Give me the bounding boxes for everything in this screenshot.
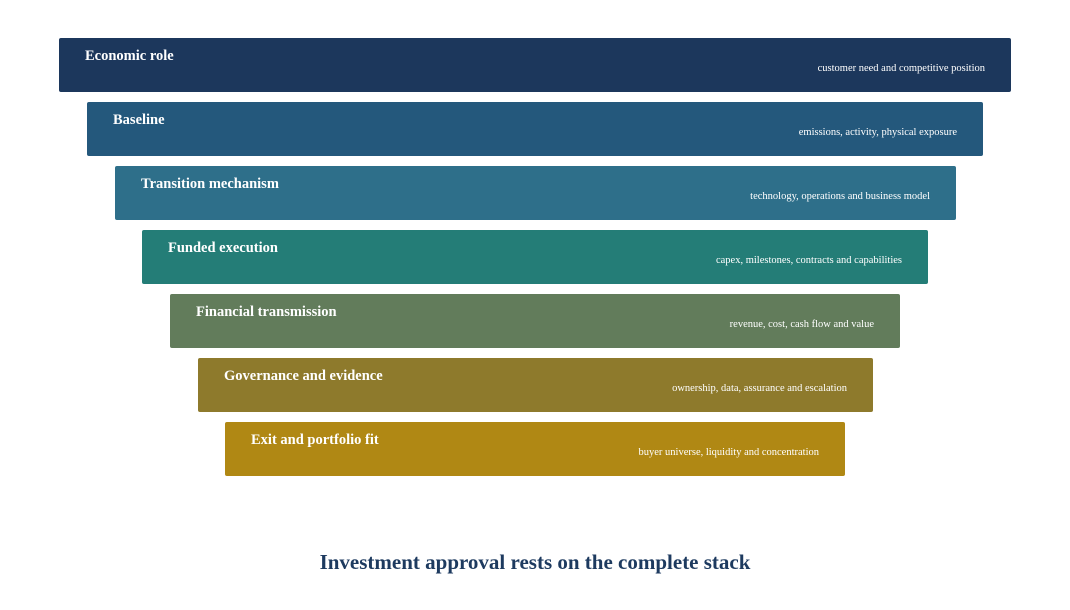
layer-subtitle: technology, operations and business mode… bbox=[750, 191, 930, 202]
layer-title: Exit and portfolio fit bbox=[251, 432, 379, 448]
layer-financial-transmission: Financial transmission revenue, cost, ca… bbox=[170, 294, 900, 348]
layer-subtitle: capex, milestones, contracts and capabil… bbox=[715, 255, 902, 266]
layer-economic-role: Economic role customer need and competit… bbox=[59, 38, 1011, 92]
layer-subtitle: customer need and competitive position bbox=[817, 63, 985, 74]
layer-title: Baseline bbox=[113, 112, 165, 128]
layer-baseline: Baseline emissions, activity, physical e… bbox=[87, 102, 983, 156]
layer-subtitle: emissions, activity, physical exposure bbox=[798, 127, 957, 138]
layer-title: Funded execution bbox=[168, 240, 278, 256]
layer-transition-mechanism: Transition mechanism technology, operati… bbox=[115, 166, 956, 220]
layer-title: Transition mechanism bbox=[141, 176, 279, 192]
footer-title: Investment approval rests on the complet… bbox=[319, 550, 751, 574]
layer-subtitle: buyer universe, liquidity and concentrat… bbox=[638, 447, 820, 458]
layer-stack: Economic role customer need and competit… bbox=[59, 38, 1011, 476]
layer-title: Financial transmission bbox=[196, 304, 337, 320]
layer-title: Economic role bbox=[85, 48, 174, 64]
layer-funded-execution: Funded execution capex, milestones, cont… bbox=[142, 230, 928, 284]
layer-subtitle: revenue, cost, cash flow and value bbox=[729, 319, 874, 330]
layer-exit-and-portfolio-fit: Exit and portfolio fit buyer universe, l… bbox=[225, 422, 845, 476]
layer-subtitle: ownership, data, assurance and escalatio… bbox=[672, 383, 847, 394]
layer-title: Governance and evidence bbox=[224, 368, 383, 384]
layer-governance-and-evidence: Governance and evidence ownership, data,… bbox=[198, 358, 873, 412]
